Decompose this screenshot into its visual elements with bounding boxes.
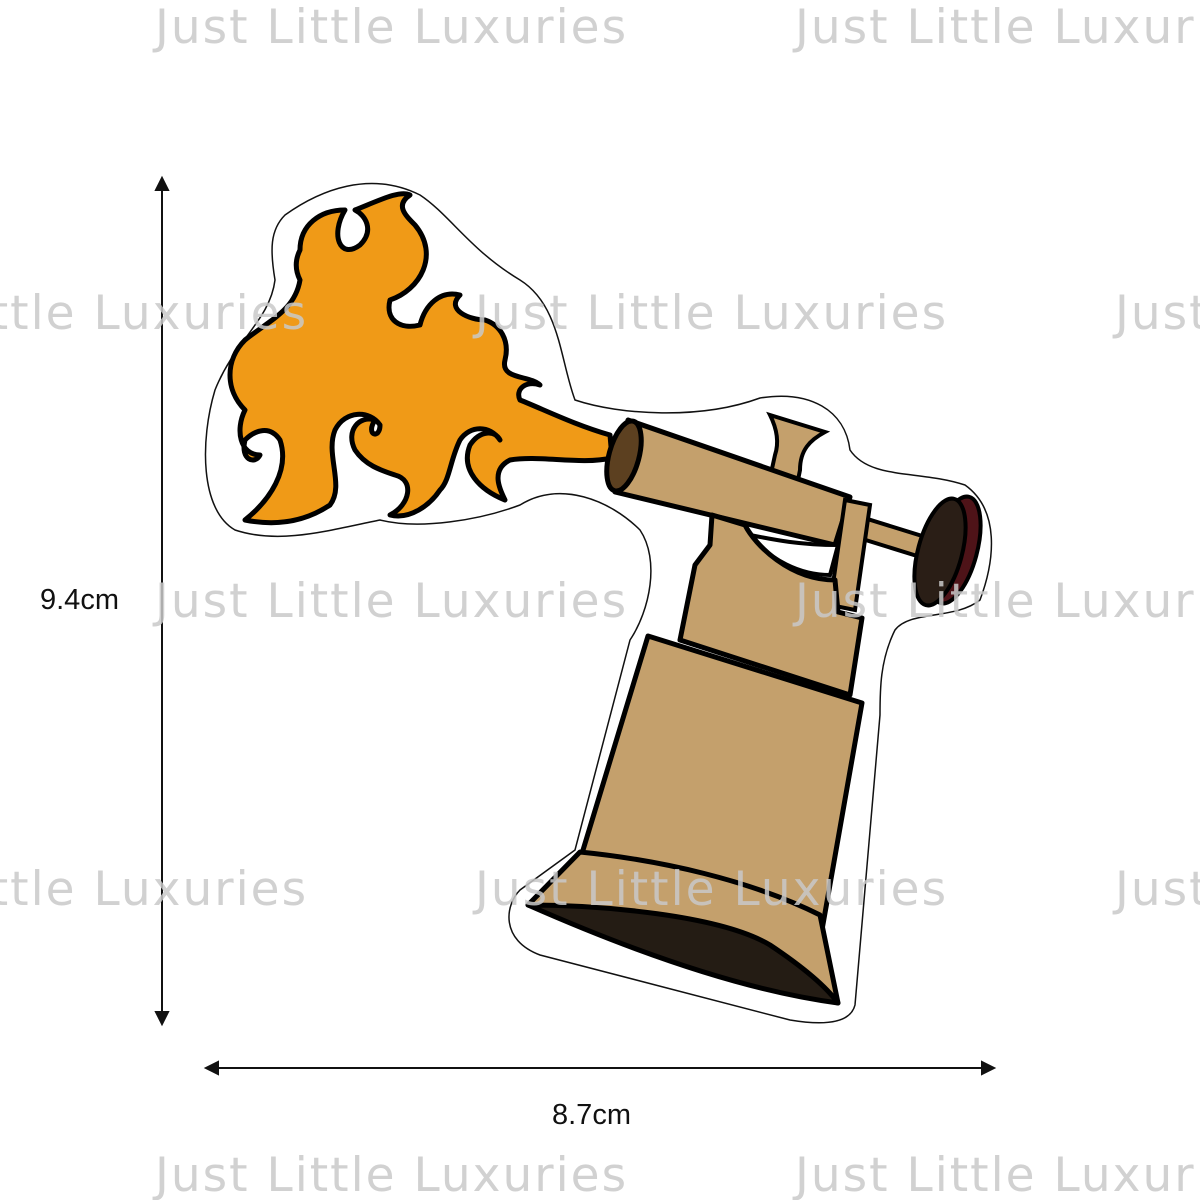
nozzle-opening	[604, 418, 644, 494]
watermark: Just Little Luxuries	[155, 1148, 629, 1200]
width-label: 8.7cm	[552, 1099, 631, 1131]
watermark: Just Little Luxuries	[795, 1148, 1200, 1200]
bell-opening	[525, 902, 841, 1006]
height-label: 9.4cm	[40, 584, 119, 616]
watermark: Just Little Luxuries	[795, 574, 1200, 629]
watermark: Just Little Luxuries	[475, 862, 949, 917]
watermark: Just Little Luxuries	[155, 574, 629, 629]
upper-body	[677, 512, 865, 698]
pump-knob	[912, 496, 968, 608]
watermark: Just Little Luxuries	[1115, 862, 1200, 917]
watermark: Just Little Luxuries	[475, 286, 949, 341]
watermark: Just Little Luxuries	[0, 862, 309, 917]
height-dimension-arrow	[154, 175, 170, 1027]
pump-bracket	[827, 497, 873, 613]
watermark: Just Little Luxuries	[1115, 286, 1200, 341]
flame	[227, 191, 615, 526]
watermark: Just Little Luxuries	[795, 0, 1200, 55]
width-dimension-arrow	[203, 1060, 997, 1076]
watermark: Just Little Luxuries	[155, 0, 629, 55]
watermark: Just Little Luxuries	[0, 286, 309, 341]
